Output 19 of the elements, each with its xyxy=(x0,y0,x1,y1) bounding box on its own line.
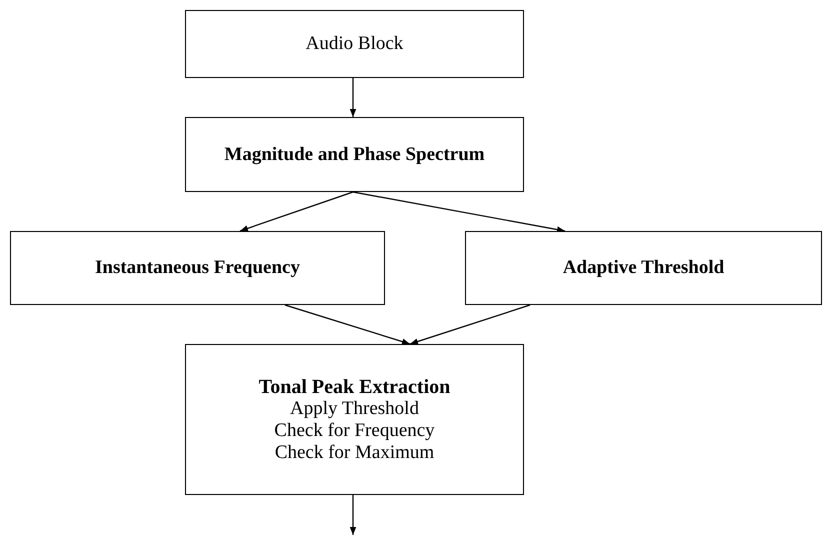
process-box xyxy=(185,117,524,192)
box-step: Check for Maximum xyxy=(274,442,434,464)
arrow xyxy=(350,495,356,535)
box-step: Apply Threshold xyxy=(290,398,419,420)
arrow xyxy=(284,304,410,345)
box-title: Adaptive Threshold xyxy=(562,257,724,279)
process-box xyxy=(185,344,524,495)
arrow xyxy=(410,304,530,345)
arrow xyxy=(240,191,354,232)
process-box xyxy=(185,10,524,78)
box-step: Check for Frequency xyxy=(274,420,435,442)
box-title: Magnitude and Phase Spectrum xyxy=(224,144,485,166)
box-title: Tonal Peak Extraction xyxy=(258,376,450,398)
arrow xyxy=(350,78,356,117)
arrow xyxy=(352,191,566,233)
box-title: Instantaneous Frequency xyxy=(95,257,300,279)
process-box xyxy=(465,231,822,305)
box-title: Audio Block xyxy=(306,33,404,55)
process-box xyxy=(10,231,385,305)
